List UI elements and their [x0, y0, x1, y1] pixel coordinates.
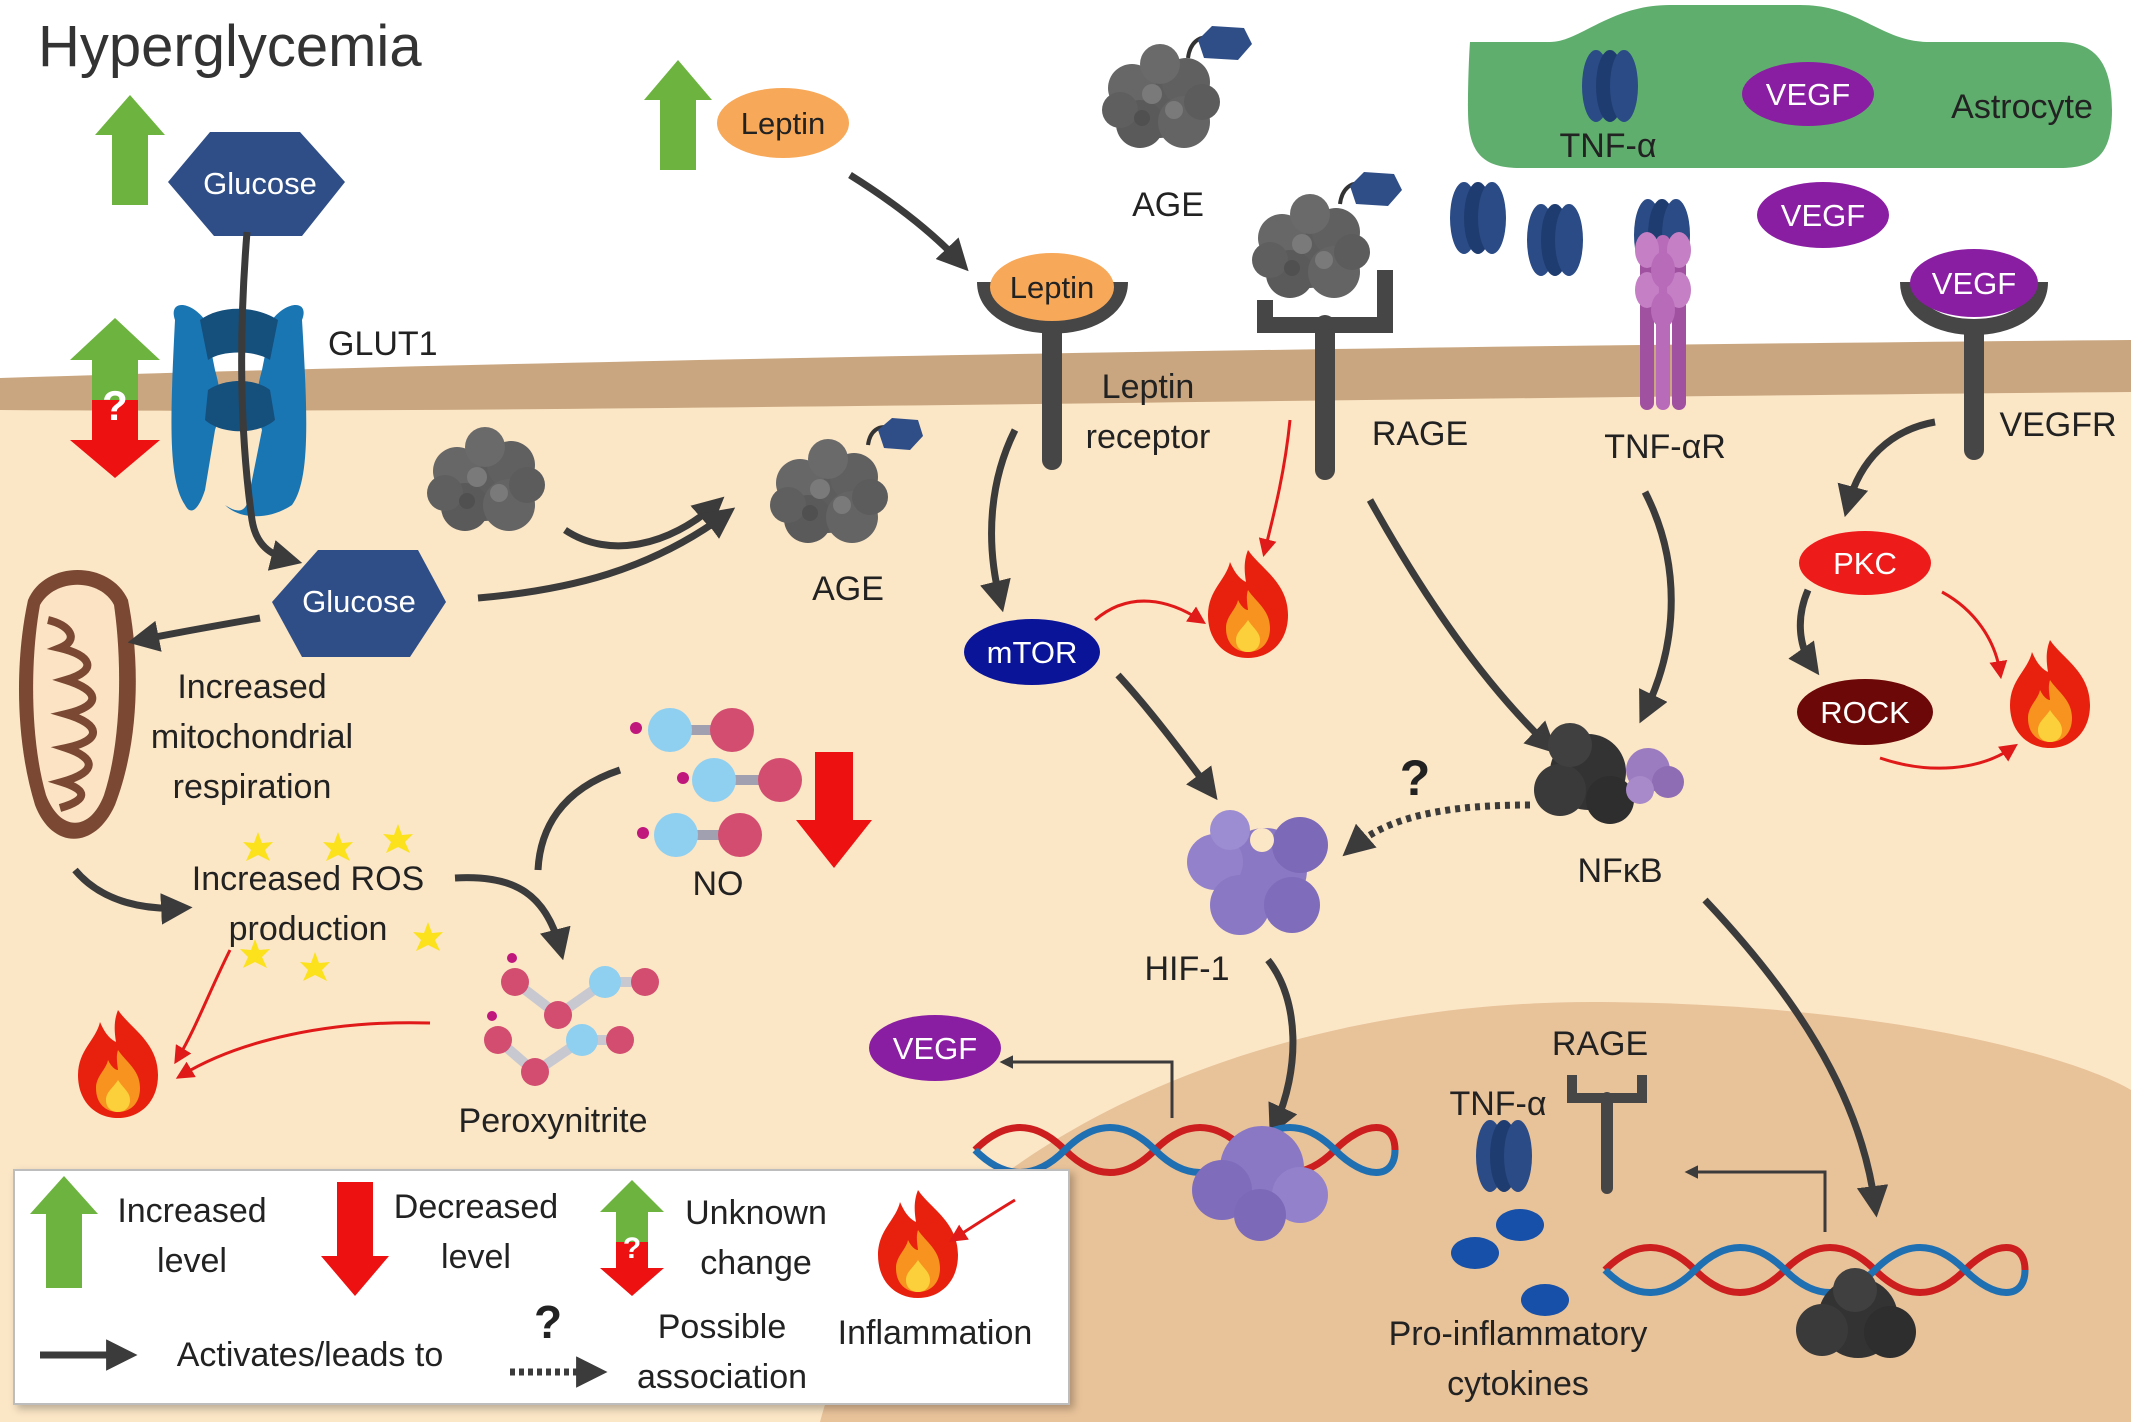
leptin-free-label: Leptin	[741, 106, 825, 141]
mito-label-line1: Increased	[177, 668, 326, 706]
legend-activates: Activates/leads to	[177, 1336, 443, 1374]
legend-increased-line1: Increased	[117, 1192, 266, 1230]
unknown-change-icon	[70, 318, 160, 400]
legend-possible-line2: association	[637, 1358, 807, 1396]
legend-inflammation: Inflammation	[838, 1314, 1033, 1352]
legend-decreased-line1: Decreased	[394, 1188, 558, 1226]
arrow-to-peroxynitrite	[454, 874, 571, 961]
nfkb-dna-bound-icon	[1796, 1268, 1916, 1358]
tnf-alpha-astrocyte-icon	[1582, 50, 1638, 122]
leptin-bound-label: Leptin	[1010, 270, 1094, 305]
arrow-mito-ros	[72, 867, 193, 925]
arrow-dna-cytokines	[1684, 1165, 1827, 1232]
cytokines-label-line1: Pro-inflammatory	[1389, 1315, 1648, 1353]
tnf-alpha-astrocyte-label: TNF-α	[1559, 127, 1656, 165]
vegf-astrocyte-label: VEGF	[1766, 77, 1850, 112]
rock-node	[1797, 679, 1933, 745]
mtor-node	[964, 619, 1100, 685]
nuclear-tnf-alpha-icon	[1476, 1120, 1532, 1192]
legend-question-mark: ?	[534, 1296, 562, 1348]
legend-unknown-line2: change	[700, 1244, 812, 1282]
legend-increase-icon	[30, 1176, 98, 1288]
no-label: NO	[693, 865, 744, 903]
pkc-label: PKC	[1833, 546, 1897, 581]
legend: Increased level Decreased level ? Unknow…	[13, 1169, 1070, 1405]
arrow-vegfr-pkc	[1837, 418, 1936, 518]
cytokine-dot-icon	[1496, 1209, 1544, 1241]
nfkb-label: NFκB	[1578, 852, 1663, 890]
unknown-question-mark: ?	[102, 382, 128, 429]
mtor-label: mTOR	[987, 635, 1078, 670]
arrow-glucose-age	[477, 507, 736, 602]
glucose-inside-label: Glucose	[302, 584, 416, 619]
arrow-glucose-transport	[238, 231, 303, 571]
leptin-receptor-label-line1: Leptin	[1102, 368, 1195, 406]
mitochondrion-icon	[18, 570, 136, 839]
arrow-dna-vegf	[999, 1055, 1174, 1118]
tnf-alpha-free-icon	[1450, 182, 1506, 254]
nuclear-rage-label: RAGE	[1552, 1025, 1648, 1063]
tnf-alpha-receptor-label: TNF-αR	[1604, 428, 1726, 466]
pkc-node	[1799, 531, 1931, 595]
arrow-leptin-mtor	[980, 428, 1019, 613]
mito-label-line2: mitochondrial	[151, 718, 353, 756]
arrow-rage-nfkb	[1366, 498, 1558, 754]
question-mark-nfkb-hif1: ?	[1400, 750, 1431, 806]
glut1-label: GLUT1	[328, 325, 438, 363]
ros-label-line2: production	[229, 910, 388, 948]
age-inside-label: AGE	[812, 570, 884, 608]
svg-text:?: ?	[623, 1232, 641, 1265]
arrow-glucose-mito	[127, 614, 261, 652]
vegf-bound	[1910, 249, 2038, 317]
arrow-hif1-dna	[1265, 957, 1298, 1137]
decrease-arrow-icon	[796, 752, 872, 868]
increase-arrow-icon	[95, 95, 165, 205]
arrow-leptin-receptor	[848, 172, 969, 272]
hif1-label: HIF-1	[1145, 950, 1230, 988]
arrow-mtor-hif1	[1115, 672, 1218, 801]
legend-possible-line1: Possible	[658, 1308, 787, 1346]
peroxynitrite-icon	[484, 953, 659, 1086]
glucose-outside-label: Glucose	[203, 166, 317, 201]
no-molecule-icon	[630, 708, 802, 857]
nuclear-tnf-alpha-label: TNF-α	[1449, 1085, 1546, 1123]
arrow-tnfr-nfkb	[1639, 490, 1675, 724]
ros-label-line1: Increased ROS	[192, 860, 424, 898]
legend-unknown-line1: Unknown	[685, 1194, 827, 1232]
legend-increased-line2: level	[157, 1242, 227, 1280]
rock-label: ROCK	[1820, 695, 1910, 730]
glucose-inside-hexagon	[272, 550, 446, 657]
astrocyte-label: Astrocyte	[1951, 88, 2093, 126]
vegf-nuclear-label: VEGF	[893, 1031, 977, 1066]
mito-label-line3: respiration	[173, 768, 332, 806]
hif1-dna-bound-icon	[1192, 1126, 1328, 1241]
vegf-free-label: VEGF	[1781, 198, 1865, 233]
hif1-protein-icon	[1187, 810, 1328, 935]
legend-decreased-line2: level	[441, 1238, 511, 1276]
tnf-alpha-receptor	[1635, 232, 1691, 410]
nfkb-protein-icon	[1534, 723, 1684, 824]
leptin-increase-arrow-icon	[644, 60, 712, 170]
vegf-nuclear	[869, 1015, 1001, 1081]
age-outside-label: AGE	[1132, 186, 1204, 224]
cell-membrane	[0, 340, 2131, 411]
legend-decrease-icon	[321, 1182, 389, 1296]
vegfr-label: VEGFR	[1999, 406, 2116, 444]
vegf-free	[1757, 182, 1889, 248]
leptin-free	[717, 88, 849, 158]
glucose-outside-hexagon	[168, 132, 345, 236]
peroxynitrite-label: Peroxynitrite	[459, 1102, 648, 1140]
leptin-bound	[990, 253, 1114, 321]
leptin-receptor-label-line2: receptor	[1086, 418, 1211, 456]
legend-unknown-icon	[600, 1180, 664, 1242]
vegf-bound-label: VEGF	[1932, 266, 2016, 301]
vegf-astrocyte	[1742, 62, 1874, 126]
arrow-nfkb-dna	[1702, 897, 1889, 1218]
title: Hyperglycemia	[38, 14, 422, 79]
rage-label: RAGE	[1372, 415, 1468, 453]
cytokines-label-line2: cytokines	[1447, 1365, 1589, 1403]
